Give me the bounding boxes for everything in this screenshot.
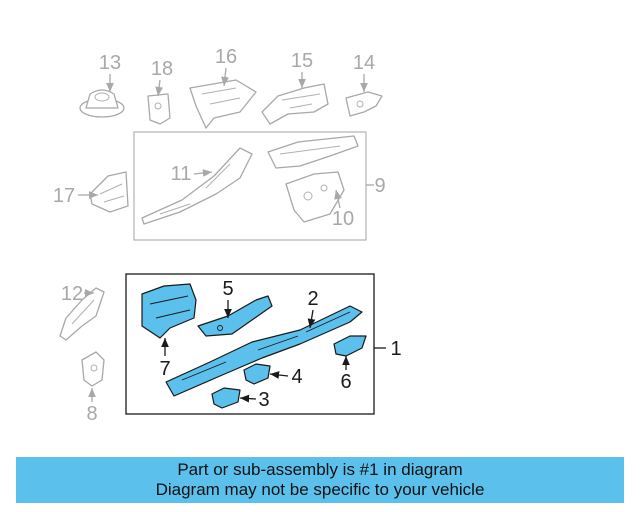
callout-13: 13 bbox=[99, 52, 121, 74]
part-16[interactable] bbox=[189, 79, 257, 129]
callout-1: 1 bbox=[390, 338, 401, 360]
group-box-9 bbox=[133, 131, 367, 241]
part-2[interactable] bbox=[165, 305, 363, 397]
part-9-rail[interactable] bbox=[267, 135, 359, 169]
callout-7: 7 bbox=[159, 358, 170, 380]
part-15[interactable] bbox=[261, 83, 329, 125]
part-10[interactable] bbox=[285, 171, 345, 223]
callout-4: 4 bbox=[291, 366, 302, 388]
callout-8: 8 bbox=[86, 403, 97, 425]
banner-line-1: Part or sub-assembly is #1 in diagram bbox=[177, 460, 463, 479]
callout-6: 6 bbox=[340, 371, 351, 393]
part-13[interactable] bbox=[79, 89, 125, 118]
info-banner: Part or sub-assembly is #1 in diagram Di… bbox=[16, 457, 624, 503]
callout-16: 16 bbox=[215, 46, 237, 68]
part-7[interactable] bbox=[141, 283, 197, 339]
callout-2: 2 bbox=[307, 288, 318, 310]
part-6[interactable] bbox=[333, 335, 367, 357]
part-8[interactable] bbox=[81, 351, 105, 387]
callout-17: 17 bbox=[53, 185, 75, 207]
part-18[interactable] bbox=[147, 93, 171, 125]
part-3[interactable] bbox=[211, 387, 241, 409]
part-12[interactable] bbox=[59, 287, 105, 341]
part-4[interactable] bbox=[243, 363, 271, 385]
callout-9: 9 bbox=[374, 175, 385, 197]
banner-line-2: Diagram may not be specific to your vehi… bbox=[155, 480, 485, 499]
part-5[interactable] bbox=[197, 295, 273, 337]
parts-diagram: 13 18 16 15 14 17 11 bbox=[53, 46, 402, 425]
callout-11: 11 bbox=[171, 163, 192, 185]
part-17[interactable] bbox=[89, 171, 129, 213]
callout-12: 12 bbox=[61, 283, 83, 305]
callout-15: 15 bbox=[291, 50, 313, 72]
part-14[interactable] bbox=[345, 91, 383, 117]
callout-18: 18 bbox=[151, 58, 173, 80]
callout-3: 3 bbox=[258, 389, 269, 411]
callout-5: 5 bbox=[222, 278, 233, 300]
callout-14: 14 bbox=[353, 52, 375, 74]
part-11[interactable] bbox=[141, 147, 253, 225]
assembly-box-1[interactable] bbox=[125, 273, 375, 415]
callout-10: 10 bbox=[332, 208, 354, 230]
